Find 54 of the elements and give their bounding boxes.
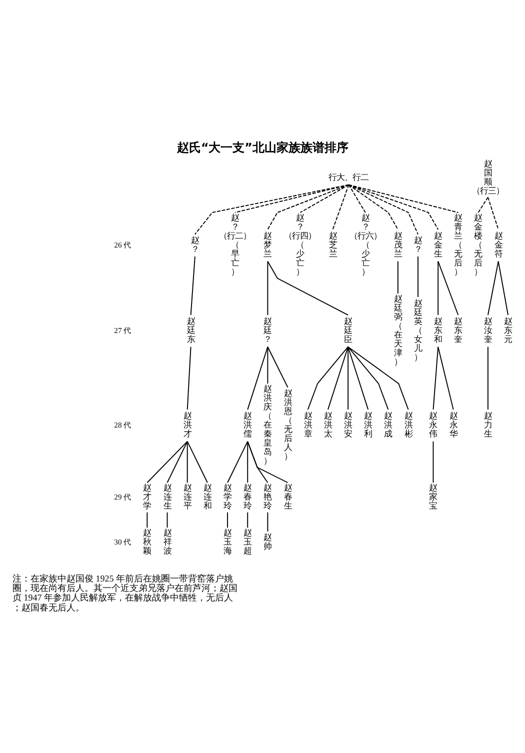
connector [267, 260, 268, 315]
connector [166, 511, 168, 528]
label: 30 代 [114, 536, 132, 546]
connector [186, 440, 188, 483]
label: 27 代 [114, 325, 132, 334]
connector [348, 184, 459, 212]
connector [348, 184, 439, 230]
connector [438, 260, 439, 315]
connector [487, 196, 499, 230]
connector [348, 346, 369, 410]
label: 29 代 [114, 492, 132, 501]
connector [267, 260, 349, 315]
connector [227, 440, 248, 483]
connector [348, 346, 409, 410]
connector [348, 184, 366, 212]
connector [438, 346, 454, 410]
connector [146, 511, 148, 528]
label: 28 代 [114, 420, 132, 429]
connector [267, 511, 268, 532]
connector [186, 440, 208, 483]
connector [146, 440, 188, 483]
connector [432, 440, 434, 483]
connector [487, 346, 488, 410]
connector [234, 184, 350, 212]
connector [487, 260, 499, 315]
diagram-title: 赵氏“大一支”北山家族族谱排序 [176, 140, 348, 154]
connector [186, 346, 192, 410]
connector [348, 184, 398, 230]
connector [327, 346, 349, 410]
connector [432, 346, 439, 410]
connector [307, 346, 349, 410]
connector [190, 256, 196, 315]
connector [267, 346, 288, 388]
connector [267, 346, 268, 384]
connector [300, 184, 350, 212]
connector [348, 346, 389, 410]
connector [348, 346, 349, 410]
connector [438, 260, 459, 315]
connector [194, 184, 350, 234]
connector [166, 440, 188, 483]
connector [397, 260, 398, 294]
connector [247, 346, 268, 410]
connector [332, 184, 350, 230]
connector [247, 440, 268, 483]
connector [247, 440, 288, 483]
connector [498, 260, 509, 315]
connector [247, 511, 248, 528]
connector [478, 196, 488, 212]
connector [227, 511, 228, 528]
connector [247, 440, 248, 483]
label: 26 代 [114, 240, 132, 249]
connector [348, 184, 418, 234]
connector [267, 184, 350, 230]
label: 注：在家族中赵国俊 1925 年前后在姚圈一带背窑落户姚圈，现在尚有后人。其一个近支弟兄落户在前芦河；赵国贞 1947 年参加人民解放军，在解放战争中牺牲，无后人；赵国春无后人。 [12, 572, 238, 612]
